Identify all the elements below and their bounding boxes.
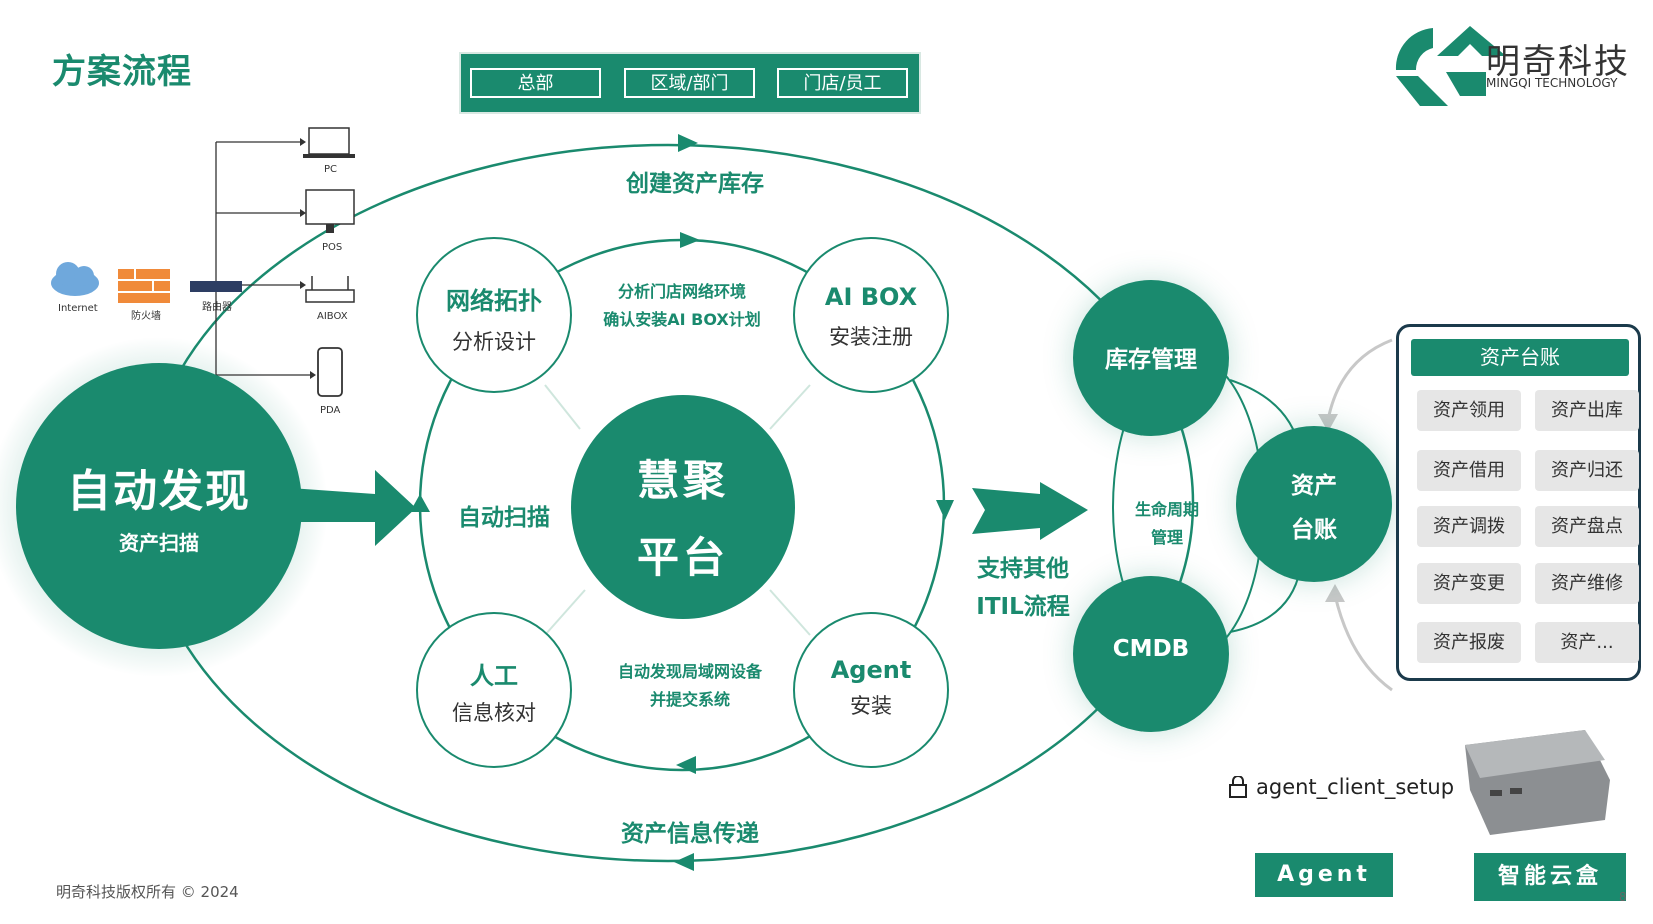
node-network-topology: 网络拓扑 分析设计 <box>416 237 572 393</box>
agent-file[interactable]: agent_client_setup <box>1228 775 1454 799</box>
ledger-item[interactable]: 资产领用 <box>1417 390 1521 431</box>
cmdb-label: CMDB <box>1112 636 1190 662</box>
scope-tabs: 总部 区域/部门 门店/员工 <box>459 52 921 114</box>
smart-box-button[interactable]: 智能云盒 <box>1474 853 1626 901</box>
asset-ledger-header: 资产台账 <box>1411 339 1629 376</box>
router-icon <box>190 281 242 292</box>
inventory-label: 库存管理 <box>1105 347 1197 373</box>
ledger-item[interactable]: 资产变更 <box>1417 563 1521 604</box>
outer-top-label: 创建资产库存 <box>626 171 764 197</box>
cmdb-circle: CMDB <box>1073 576 1229 732</box>
lock-icon <box>1229 776 1247 798</box>
pda-label: PDA <box>320 405 341 416</box>
asset-ledger-circle: 资产 台账 <box>1236 426 1392 582</box>
agent-file-name: agent_client_setup <box>1256 775 1455 799</box>
ledger-item[interactable]: 资产... <box>1535 622 1639 663</box>
lifecycle-middle-label: 生命周期 管理 <box>1115 496 1219 552</box>
pos-icon <box>305 189 355 233</box>
network-topology-diagram <box>215 141 310 376</box>
lifecycle-middle-line1: 生命周期 <box>1134 500 1199 519</box>
router-label: 路由器 <box>202 302 232 313</box>
smart-box-device-image <box>1465 730 1610 835</box>
firewall-icon <box>118 269 170 303</box>
discovery-arrow <box>290 470 416 546</box>
agent-button[interactable]: Agent <box>1255 853 1393 897</box>
asset-ledger-panel <box>1396 324 1641 681</box>
node-manual-subtitle: 信息核对 <box>452 701 536 725</box>
platform-line1: 慧聚 <box>636 456 729 505</box>
inventory-circle: 库存管理 <box>1073 280 1229 436</box>
outer-bottom-arrow <box>674 853 694 871</box>
inner-top-line2: 确认安装AI BOX计划 <box>603 310 761 329</box>
ledger-item[interactable]: 资产归还 <box>1535 450 1639 491</box>
tab-headquarters[interactable]: 总部 <box>470 68 601 98</box>
node-agent: Agent 安装 <box>793 612 949 768</box>
page-title: 方案流程 <box>52 52 192 92</box>
tab-region-department[interactable]: 区域/部门 <box>624 68 755 98</box>
node-agent-title: Agent <box>830 656 912 684</box>
logo-name-cn: 明奇科技 <box>1486 42 1630 82</box>
cloud-icon <box>51 262 99 296</box>
tab-store-staff[interactable]: 门店/员工 <box>777 68 908 98</box>
itil-line1: 支持其他 <box>977 556 1069 582</box>
inner-bottom-line2: 并提交系统 <box>649 690 730 709</box>
platform-circle: 慧聚 平台 <box>571 395 795 619</box>
aibox-icon <box>305 276 355 303</box>
lifecycle-middle-line2: 管理 <box>1150 528 1183 547</box>
pc-label: PC <box>324 164 338 175</box>
node-manual-title: 人工 <box>470 662 518 690</box>
ledger-item[interactable]: 资产出库 <box>1535 390 1639 431</box>
inner-right-arrow <box>936 500 954 520</box>
ledger-item[interactable]: 资产维修 <box>1535 563 1639 604</box>
itil-label: 支持其他 ITIL流程 <box>958 550 1088 626</box>
pos-label: POS <box>322 242 343 253</box>
internet-label: Internet <box>58 303 98 314</box>
asset-ledger-line2: 台账 <box>1291 517 1337 543</box>
pda-icon <box>317 347 343 397</box>
inner-top-arrow <box>680 232 700 248</box>
outer-bottom-label: 资产信息传递 <box>621 821 759 847</box>
auto-discovery-subtitle: 资产扫描 <box>119 531 199 555</box>
node-ai-box-subtitle: 安装注册 <box>829 325 913 349</box>
inner-bottom-label: 自动发现局域网设备 并提交系统 <box>590 658 790 714</box>
inner-top-line1: 分析门店网络环境 <box>617 282 746 301</box>
auto-discovery-circle: 自动发现 资产扫描 <box>16 363 302 649</box>
node-network-topology-title: 网络拓扑 <box>446 287 542 315</box>
inner-bottom-arrow <box>676 756 696 774</box>
inner-left-label: 自动扫描 <box>458 505 550 531</box>
laptop-icon <box>303 127 355 158</box>
node-ai-box: AI BOX 安装注册 <box>793 237 949 393</box>
copyright-footer: 明奇科技版权所有 © 2024 <box>56 883 239 901</box>
ledger-item[interactable]: 资产调拨 <box>1417 506 1521 547</box>
page-number: 8 <box>1619 890 1627 904</box>
node-manual: 人工 信息核对 <box>416 612 572 768</box>
firewall-label: 防火墙 <box>131 311 161 322</box>
logo-mark <box>1395 26 1506 106</box>
node-ai-box-title: AI BOX <box>824 283 918 311</box>
asset-ledger-line1: 资产 <box>1291 473 1337 499</box>
inner-bottom-line1: 自动发现局域网设备 <box>617 662 762 681</box>
node-agent-subtitle: 安装 <box>850 694 892 718</box>
itil-line2: ITIL流程 <box>976 594 1070 620</box>
node-network-topology-subtitle: 分析设计 <box>452 330 536 354</box>
ledger-item[interactable]: 资产报废 <box>1417 622 1521 663</box>
logo-name-en: MINGQI TECHNOLOGY <box>1486 76 1618 90</box>
auto-discovery-title: 自动发现 <box>67 466 251 517</box>
inner-top-label: 分析门店网络环境 确认安装AI BOX计划 <box>582 278 782 334</box>
itil-arrow <box>972 482 1088 540</box>
platform-line2: 平台 <box>636 533 729 582</box>
outer-top-arrow <box>678 134 698 152</box>
aibox-label: AIBOX <box>317 311 348 322</box>
ledger-item[interactable]: 资产借用 <box>1417 450 1521 491</box>
ledger-item[interactable]: 资产盘点 <box>1535 506 1639 547</box>
